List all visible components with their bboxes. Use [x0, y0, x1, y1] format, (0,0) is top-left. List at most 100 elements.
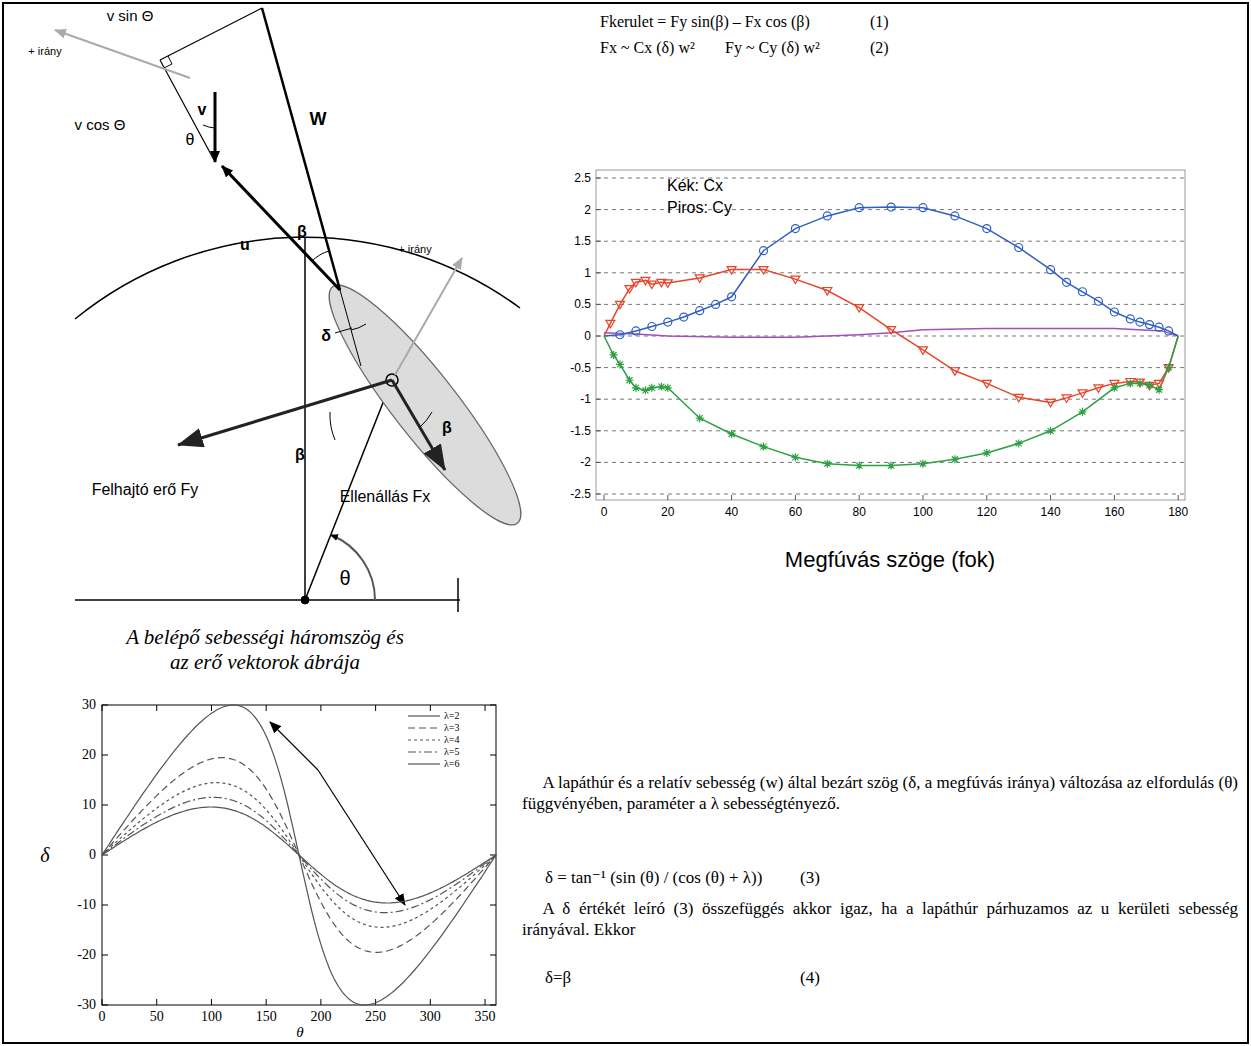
axis-tick: 300 — [420, 1009, 441, 1026]
data-marker — [1136, 318, 1144, 326]
legend-text: λ=2 — [444, 710, 460, 722]
data-marker — [696, 414, 704, 422]
data-marker — [919, 347, 928, 355]
axis-tick-mark — [1178, 495, 1179, 500]
data-marker — [1079, 408, 1087, 416]
axis-tick-mark — [320, 999, 321, 1005]
equation: Fy ~ Cy (δ) w² — [725, 38, 820, 57]
axis-title: θ — [296, 1023, 303, 1041]
axis-tick-mark — [1050, 495, 1051, 500]
axis-tick-mark — [102, 955, 108, 956]
axis-tick: 350 — [475, 1009, 496, 1026]
data-marker — [695, 275, 704, 283]
data-marker — [680, 313, 688, 321]
axis-title: δ — [40, 843, 49, 867]
axis-tick-mark — [596, 399, 601, 400]
equation-number: (1) — [870, 12, 889, 31]
data-marker — [664, 384, 672, 392]
axis-tick-mark — [430, 705, 431, 711]
axis-tick-mark — [596, 241, 601, 242]
axis-tick: 40 — [725, 505, 738, 519]
axis-tick: 10 — [82, 797, 96, 814]
data-marker — [606, 320, 615, 328]
axis-tick-mark — [986, 495, 987, 500]
data-marker — [1165, 364, 1173, 372]
axis-tick-mark — [102, 905, 108, 906]
data-marker — [1155, 323, 1163, 331]
chart-note: Kék: Cx — [667, 176, 723, 195]
axis-tick: 160 — [1104, 505, 1124, 519]
axis-tick-mark — [320, 705, 321, 711]
axis-tick-mark — [604, 495, 605, 500]
axis-tick: 1 — [584, 266, 591, 280]
data-marker — [663, 280, 672, 288]
data-marker — [1145, 321, 1153, 329]
axis-tick: 120 — [977, 505, 997, 519]
data-marker — [951, 212, 959, 220]
data-marker — [951, 455, 959, 463]
grid-line — [596, 241, 1185, 242]
axis-tick-mark — [596, 430, 601, 431]
equation: δ = tan⁻¹ (sin (θ) / (cos (θ) + λ)) — [545, 868, 762, 888]
legend-sample — [408, 739, 440, 740]
axis-tick: 0 — [99, 1009, 106, 1026]
axis-tick: 140 — [1041, 505, 1061, 519]
axis-tick: -1 — [580, 392, 591, 406]
data-marker — [791, 453, 799, 461]
axis-tick: 200 — [310, 1009, 331, 1026]
axis-tick-mark — [596, 367, 601, 368]
data-marker — [760, 247, 768, 255]
equation: Fkerulet = Fy sin(β) – Fx cos (β) — [600, 12, 810, 31]
component-label: v sin Θ — [107, 7, 154, 25]
equation-number: (4) — [800, 968, 820, 988]
delta-curve — [102, 807, 496, 903]
data-marker — [855, 305, 864, 313]
axis-tick: 100 — [201, 1009, 222, 1026]
axis-tick: 20 — [82, 747, 96, 764]
axis-tick-mark — [485, 705, 486, 711]
axis-tick-mark — [102, 805, 108, 806]
vector-label: u — [240, 235, 250, 254]
data-marker — [728, 430, 736, 438]
axis-tick: -10 — [77, 897, 96, 914]
legend-sample — [408, 715, 440, 716]
axis-tick-mark — [102, 1005, 108, 1006]
axis-tick: -30 — [77, 997, 96, 1014]
axis-tick: -2 — [580, 455, 591, 469]
axis-tick-mark — [102, 755, 108, 756]
grid-line — [596, 494, 1185, 495]
data-marker — [1079, 288, 1087, 296]
axis-tick: -1.5 — [570, 424, 591, 438]
angle-label: δ — [321, 326, 331, 345]
data-marker — [983, 225, 991, 233]
data-marker — [1047, 266, 1055, 274]
data-marker — [919, 460, 927, 468]
axis-tick-mark — [596, 462, 601, 463]
legend-text: λ=3 — [444, 722, 460, 734]
data-marker — [1136, 379, 1144, 387]
data-marker — [1164, 365, 1173, 373]
axis-tick: 80 — [853, 505, 866, 519]
legend-sample — [408, 751, 440, 752]
axis-tick-mark — [102, 705, 108, 706]
axis-tick-mark — [596, 178, 601, 179]
data-marker — [1078, 390, 1087, 398]
coefficient-curve — [604, 336, 1178, 466]
axis-tick-mark — [485, 999, 486, 1005]
equation-number: (3) — [800, 868, 820, 888]
equation: δ=β — [545, 968, 571, 988]
data-marker — [631, 279, 640, 287]
data-marker — [1145, 381, 1153, 389]
data-marker — [648, 384, 656, 392]
grid-line — [596, 399, 1185, 400]
axis-tick: 0 — [89, 847, 96, 864]
axis-tick-mark — [375, 705, 376, 711]
angle-label: β — [442, 418, 452, 437]
legend-text: λ=4 — [444, 734, 460, 746]
data-marker — [983, 449, 991, 457]
delta-curve — [102, 705, 496, 1005]
data-marker — [727, 267, 736, 275]
data-marker — [1015, 244, 1023, 252]
force-label: Felhajtó erő Fy — [92, 480, 199, 499]
